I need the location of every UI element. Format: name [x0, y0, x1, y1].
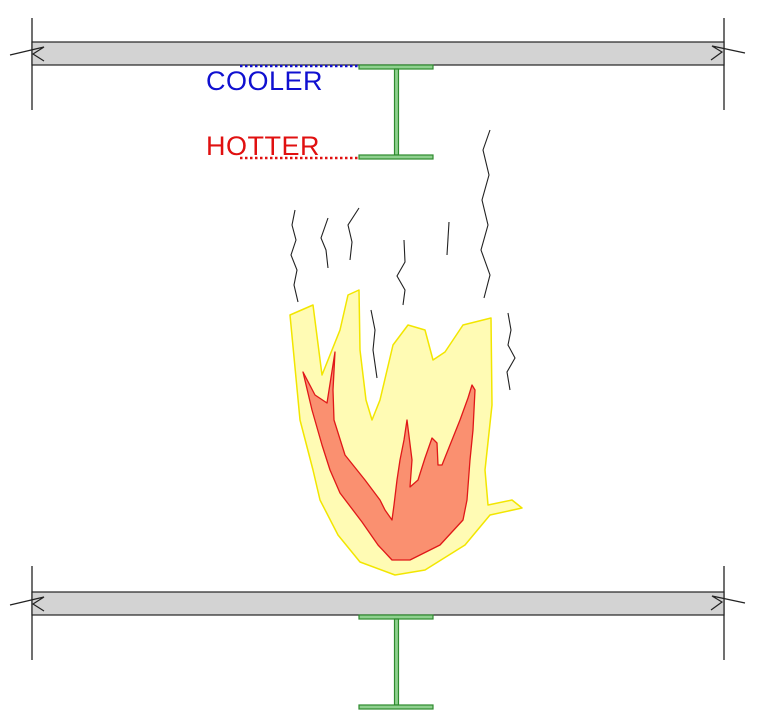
smoke-wisp-icon	[370, 309, 378, 379]
smoke-wisp-icon	[506, 312, 516, 391]
break-line-icon	[710, 45, 746, 61]
smoke-wisp-icon	[396, 239, 406, 306]
smoke-wisp-icon	[320, 217, 329, 269]
break-line-icon	[710, 595, 746, 611]
bottom-slab	[31, 591, 725, 616]
i-beam-icon	[358, 64, 434, 160]
flame-inner	[302, 351, 476, 561]
bottom-floor-assembly	[9, 566, 746, 710]
smoke-wisp-icon	[347, 207, 360, 261]
cooler-label: COOLER	[206, 66, 323, 96]
break-line-icon	[9, 596, 45, 612]
top-slab	[31, 41, 725, 66]
smoke-wisps	[290, 129, 516, 391]
smoke-wisp-icon	[446, 221, 450, 256]
hotter-label: HOTTER	[206, 131, 320, 161]
top-floor-assembly: COOLER HOTTER	[9, 18, 746, 161]
i-beam-icon	[358, 614, 434, 710]
fire-icon	[289, 289, 523, 576]
smoke-wisp-icon	[480, 129, 491, 299]
smoke-wisp-icon	[290, 209, 299, 303]
break-line-icon	[9, 46, 45, 62]
